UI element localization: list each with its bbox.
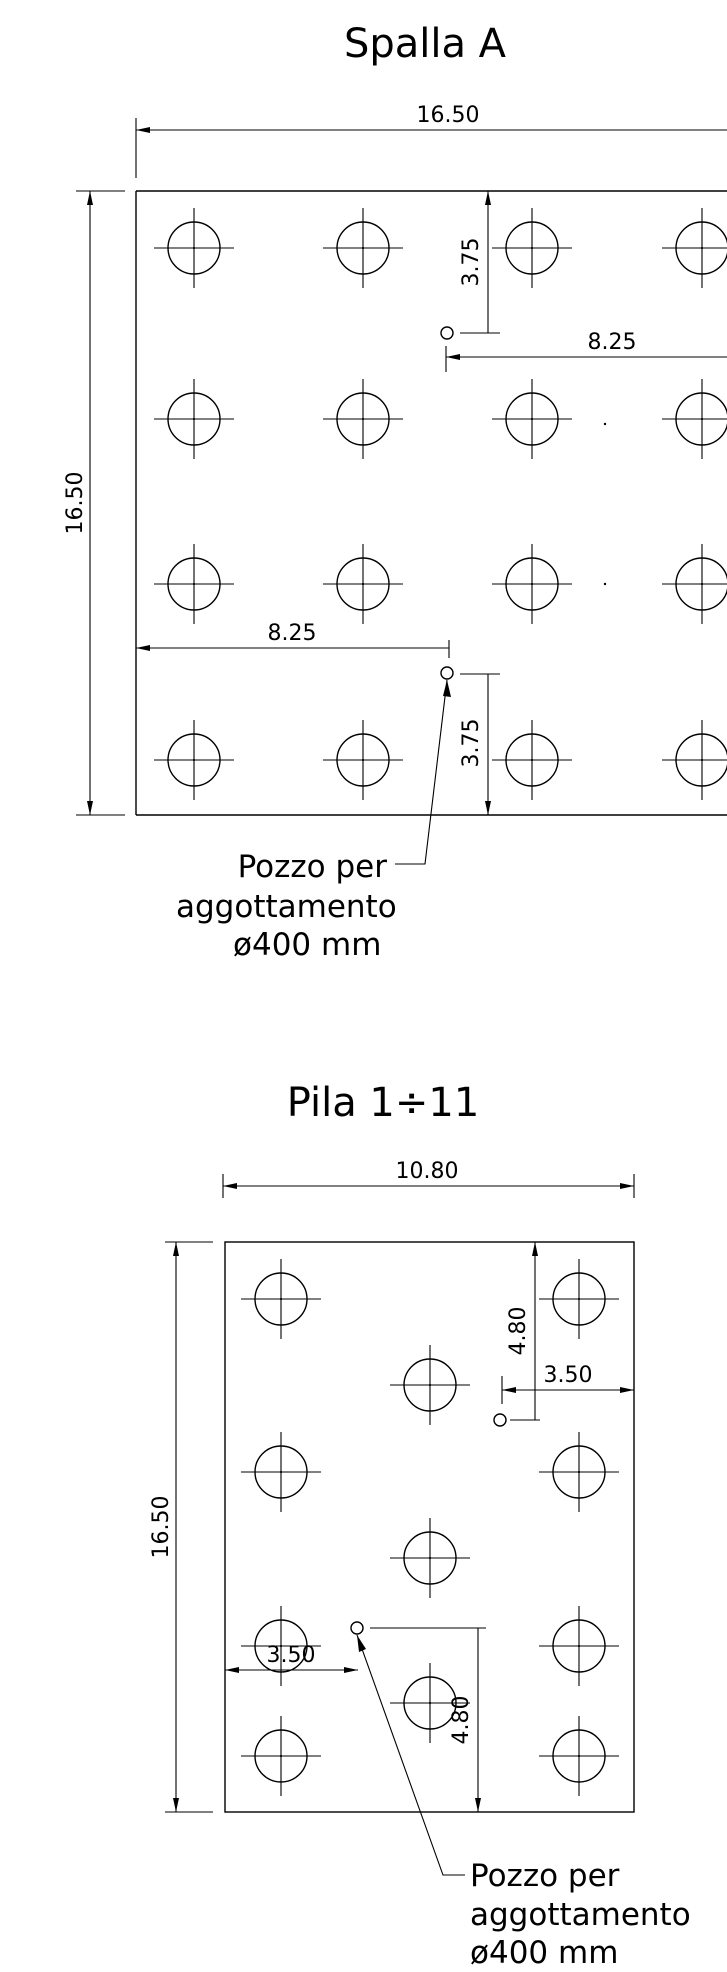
pila-plan: Pila 1÷11 10.80 16.50 4.80 3.50: [149, 1080, 691, 1971]
spalla-pile-r3-c2: [323, 544, 403, 624]
spalla-height-arrow-top: [87, 191, 93, 205]
pila-dim-3-50-bottom-arrow-right: [344, 1667, 358, 1673]
pila-outline: [224, 1241, 635, 1813]
pila-dim-3-50-top-arrow-right: [620, 1387, 634, 1393]
pila-title: Pila 1÷11: [287, 1080, 480, 1126]
spalla-width-arrow: [136, 127, 150, 133]
spalla-note-line-3: ø400 mm: [233, 927, 381, 963]
pila-dim-4-80-bottom-arrow: [475, 1798, 481, 1812]
pila-top-well-circle: [493, 1413, 507, 1427]
spalla-dim-3-75-bottom-arrow: [485, 801, 491, 815]
pila-pile-right-4: [539, 1716, 619, 1796]
pila-height-label: 16.50: [149, 1496, 174, 1559]
pila-pile-left-2: [241, 1432, 321, 1512]
pila-dim-3-50-bottom-label: 3.50: [267, 1643, 316, 1668]
spalla-top-well-circle: [440, 326, 454, 340]
pila-note-line-3: ø400 mm: [470, 1935, 618, 1971]
pila-width-arrow-right: [620, 1183, 634, 1189]
pila-pile-left-3: [241, 1606, 321, 1686]
spalla-pile-r3-c4: [662, 544, 727, 624]
spalla-dim-8-25-top-label: 8.25: [588, 330, 637, 355]
pila-pile-left-4: [241, 1716, 321, 1796]
spalla-pile-r4-c1: [154, 720, 234, 800]
pila-dim-4-80-bottom-label: 4.80: [449, 1696, 474, 1745]
spalla-a-plan: Spalla A 16.50 16.50 3.75 8.25 8.2: [63, 21, 727, 963]
spalla-dim-3-75-bottom-label: 3.75: [459, 719, 484, 768]
spalla-pile-r1-c3: [492, 208, 572, 288]
spalla-width-label: 16.50: [417, 103, 480, 128]
spalla-dim-8-25-top-arrow: [446, 354, 460, 360]
pila-pile-left-1: [241, 1259, 321, 1339]
pila-width-label: 10.80: [396, 1159, 459, 1184]
pila-height-arrow-top: [173, 1242, 179, 1256]
pila-dim-3-50-top-arrow-left: [502, 1387, 516, 1393]
spalla-pile-r2-c2: [323, 379, 403, 459]
spalla-pile-r2-c3: [492, 379, 572, 459]
spalla-pile-r4-c2: [323, 720, 403, 800]
spalla-pile-r1-c2: [323, 208, 403, 288]
spalla-pile-r1-c1: [154, 208, 234, 288]
pila-bottom-well-circle: [350, 1621, 364, 1635]
pila-dim-3-50-bottom-arrow-left: [225, 1667, 239, 1673]
spalla-pile-r3-c1: [154, 544, 234, 624]
pila-note-leader-arrow: [357, 1635, 366, 1652]
spalla-pile-r4-c3: [492, 720, 572, 800]
spalla-pile-r4-c4: [662, 720, 727, 800]
spalla-piles: [154, 208, 727, 800]
pila-note-line-1: Pozzo per: [470, 1858, 620, 1894]
pila-dim-4-80-top-label: 4.80: [506, 1307, 531, 1356]
spalla-bottom-well-circle: [440, 666, 454, 680]
pila-width-arrow-left: [223, 1183, 237, 1189]
spalla-pile-r2-c4: [662, 379, 727, 459]
spalla-center-mark-1: [603, 422, 607, 426]
spalla-note-leader-arrow: [443, 680, 451, 697]
spalla-dim-3-75-top-arrow: [485, 191, 491, 205]
spalla-pile-r3-c3: [492, 544, 572, 624]
spalla-height-arrow-bottom: [87, 801, 93, 815]
spalla-height-label: 16.50: [63, 472, 88, 535]
spalla-center-mark-2: [603, 582, 607, 586]
pila-height-arrow-bottom: [173, 1798, 179, 1812]
spalla-title: Spalla A: [344, 21, 507, 67]
pila-note-leader: [356, 1634, 465, 1876]
spalla-note-leader: [395, 679, 448, 865]
pila-note-line-2: aggottamento: [470, 1897, 691, 1933]
pila-dim-3-50-top-label: 3.50: [544, 1363, 593, 1388]
spalla-pile-r1-c4: [662, 208, 727, 288]
pila-pile-center-1: [390, 1345, 470, 1425]
spalla-pile-r2-c1: [154, 379, 234, 459]
pila-pile-right-2: [539, 1432, 619, 1512]
pila-pile-right-1: [539, 1259, 619, 1339]
pila-pile-right-3: [539, 1606, 619, 1686]
pila-dim-4-80-top-arrow: [532, 1242, 538, 1256]
pila-pile-center-3: [390, 1663, 470, 1743]
pila-piles: [241, 1259, 619, 1796]
spalla-dim-8-25-bottom-label: 8.25: [268, 621, 317, 646]
spalla-dim-8-25-bottom-arrow: [136, 645, 150, 651]
spalla-dim-3-75-top-label: 3.75: [459, 238, 484, 287]
spalla-note-line-1: Pozzo per: [238, 849, 388, 885]
pila-pile-center-2: [390, 1518, 470, 1598]
spalla-note-line-2: aggottamento: [176, 889, 397, 925]
